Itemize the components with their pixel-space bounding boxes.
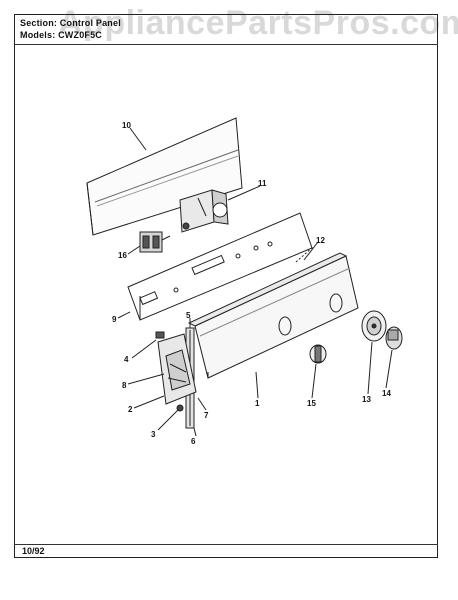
callout-3: 3	[151, 430, 156, 439]
header-divider	[14, 44, 438, 45]
callout-6: 6	[191, 437, 196, 446]
part-10-trim-cover	[86, 117, 243, 236]
part-8-bracket-housing	[157, 333, 197, 405]
callout-13: 13	[362, 395, 371, 404]
callout-2: 2	[128, 405, 133, 414]
callout-8: 8	[122, 381, 127, 390]
part-14-knob-cap	[385, 326, 403, 350]
callout-5: 5	[186, 311, 191, 320]
callout-7: 7	[204, 411, 209, 420]
callout-12: 12	[316, 236, 325, 245]
diagram-frame	[14, 14, 438, 558]
part-1-control-panel	[187, 252, 359, 379]
callout-10: 10	[122, 121, 131, 130]
part-4-clip	[155, 331, 165, 339]
callout-11: 11	[258, 179, 267, 188]
callout-15: 15	[307, 399, 316, 408]
callout-14: 14	[382, 389, 391, 398]
part-15-knob	[309, 344, 327, 364]
part-3-screw	[176, 404, 184, 412]
part-16-switch	[139, 231, 171, 253]
part-13-dial	[361, 310, 387, 342]
section-title: Section: Control Panel	[20, 18, 121, 28]
revision-date: 10/92	[22, 546, 45, 556]
callout-1: 1	[255, 399, 260, 408]
watermark: AppliancePartsPros.com	[58, 4, 458, 42]
footer-divider	[14, 544, 438, 545]
part-11-timer-module	[179, 189, 229, 233]
model-number: Models: CWZ0F5C	[20, 30, 103, 40]
callout-16: 16	[118, 251, 127, 260]
callout-9: 9	[112, 315, 117, 324]
callout-4: 4	[124, 355, 129, 364]
